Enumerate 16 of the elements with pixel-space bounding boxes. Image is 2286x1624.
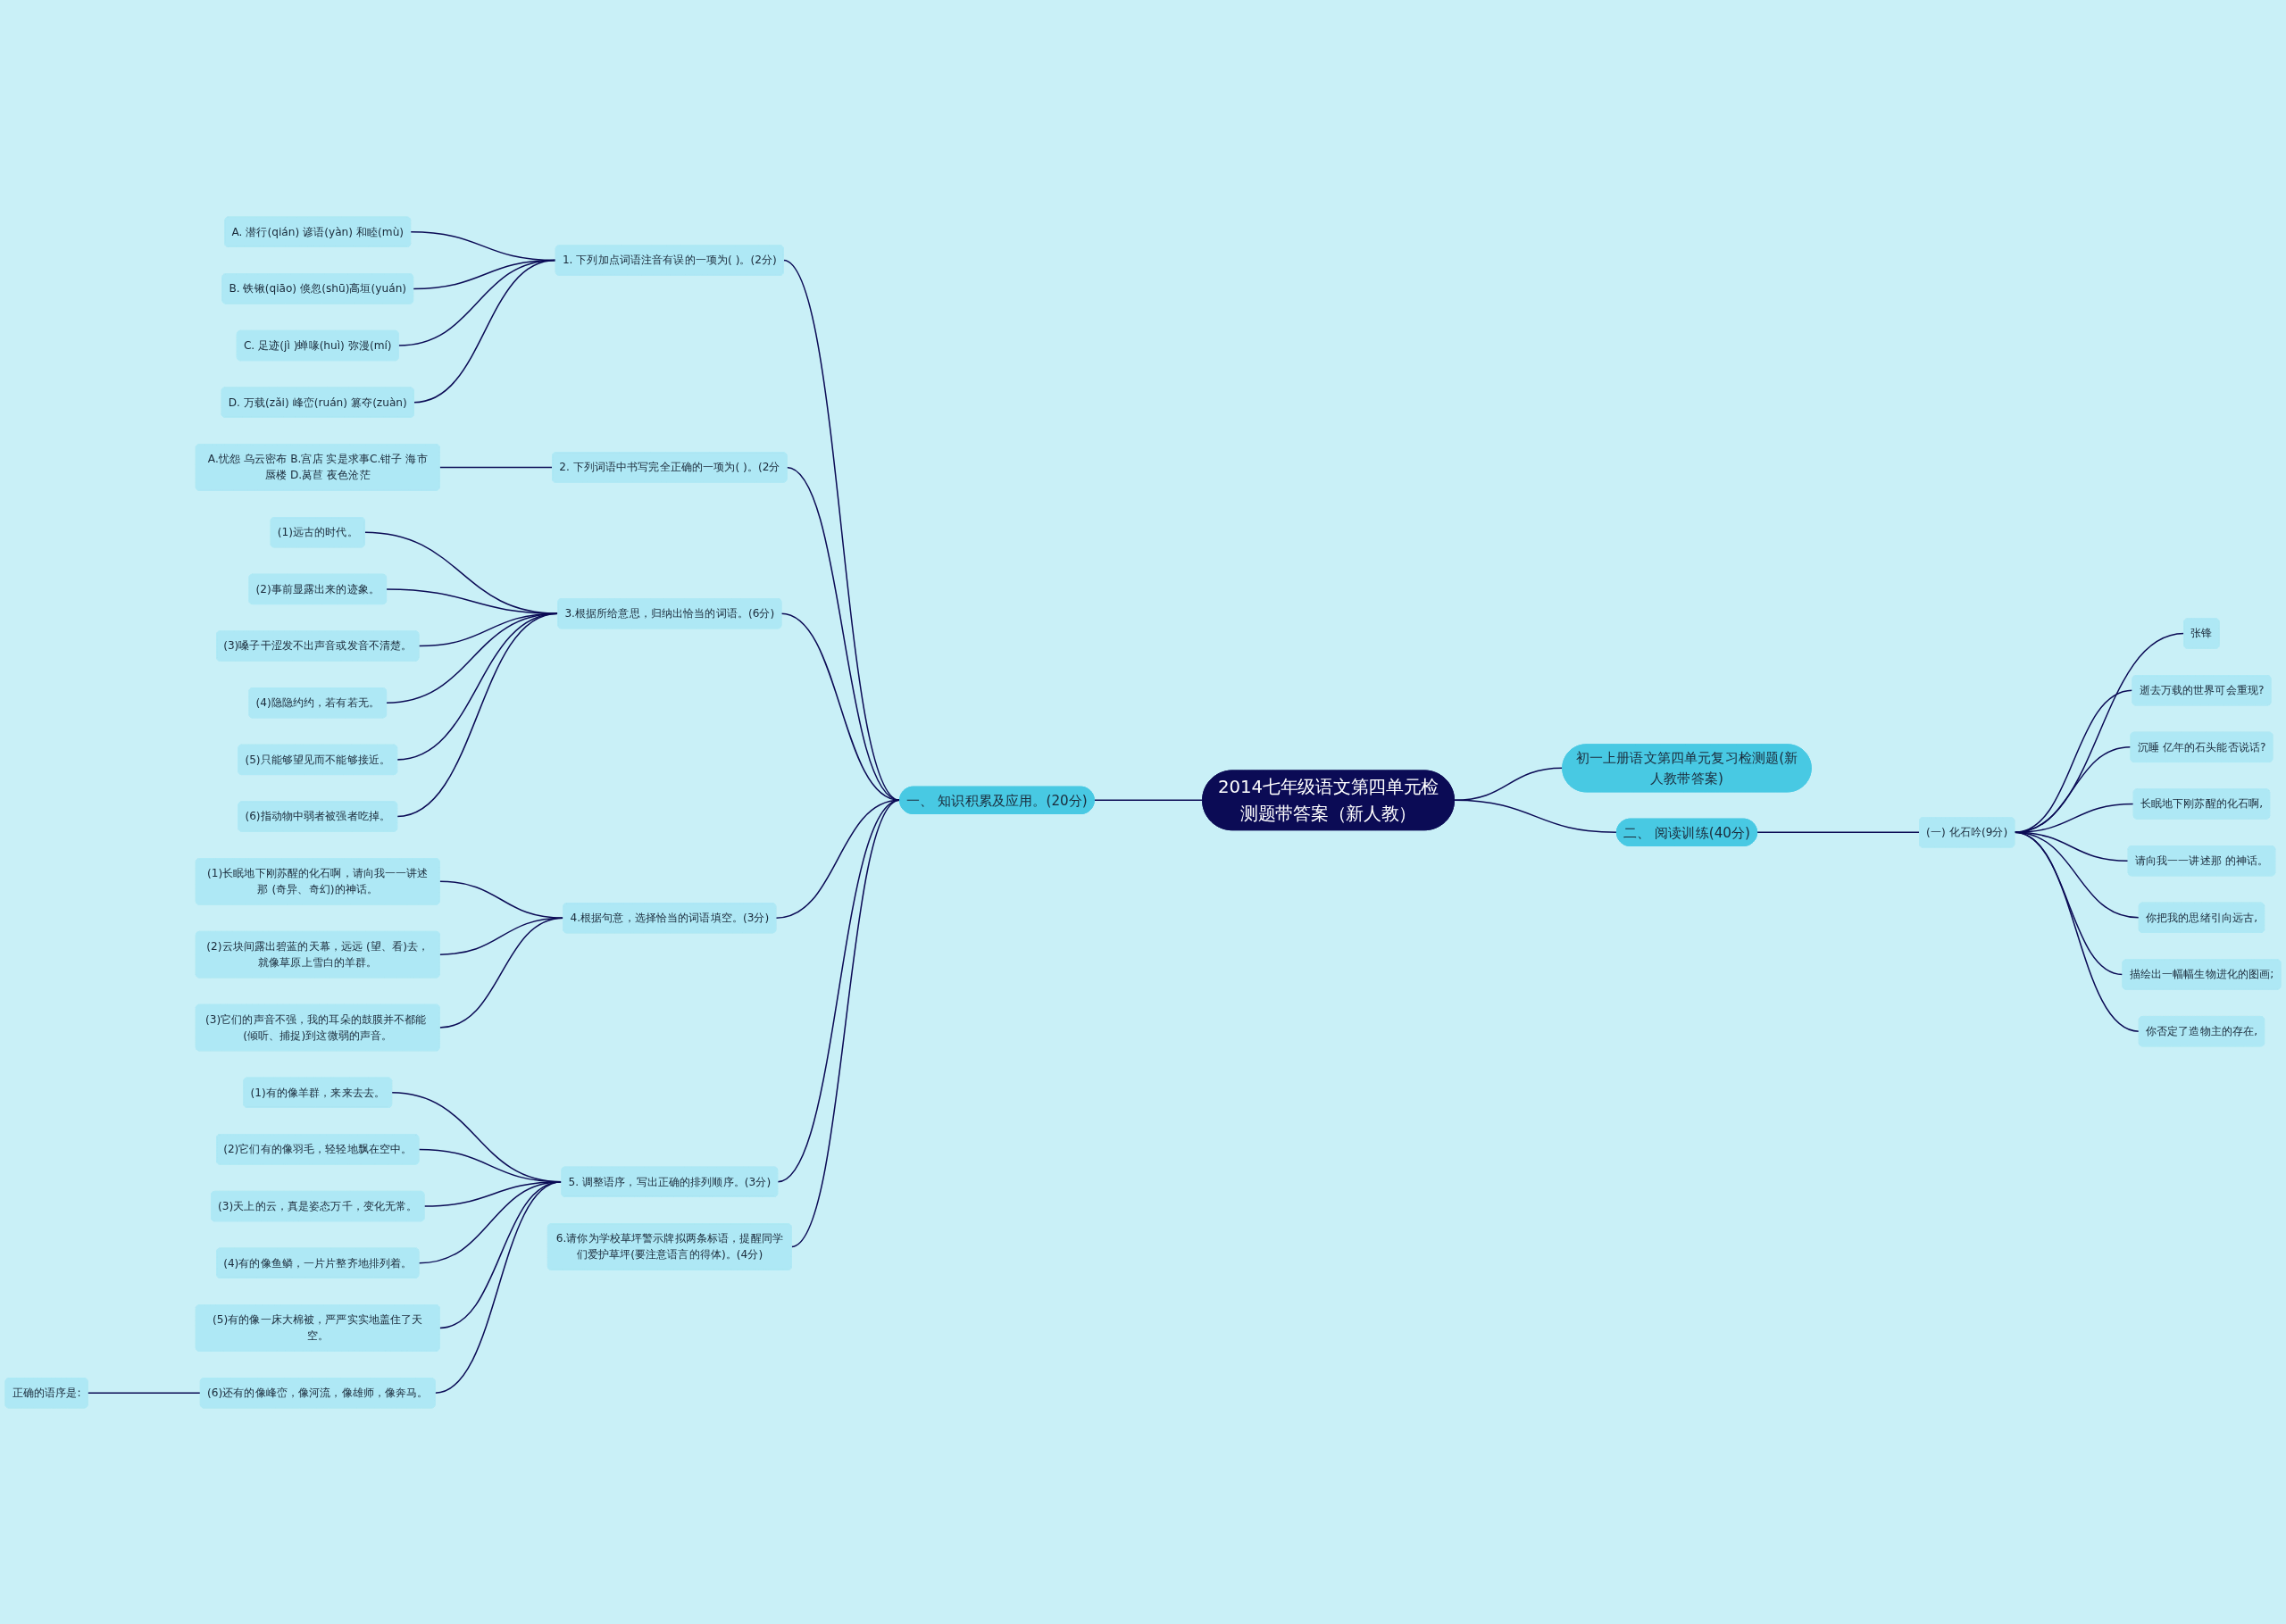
connector <box>2014 831 2140 1032</box>
connector <box>87 1392 202 1394</box>
connector <box>2014 688 2133 833</box>
connector <box>2014 632 2185 833</box>
connector <box>438 466 554 468</box>
connector <box>396 612 559 761</box>
connector <box>413 259 557 403</box>
connector <box>434 1180 563 1394</box>
connector <box>438 880 564 919</box>
connector <box>1453 799 1618 833</box>
connector <box>1093 799 1204 801</box>
connector <box>438 916 564 1029</box>
connector <box>396 612 559 817</box>
connector <box>385 612 559 704</box>
connector <box>1756 831 1921 833</box>
connector <box>790 799 901 1247</box>
